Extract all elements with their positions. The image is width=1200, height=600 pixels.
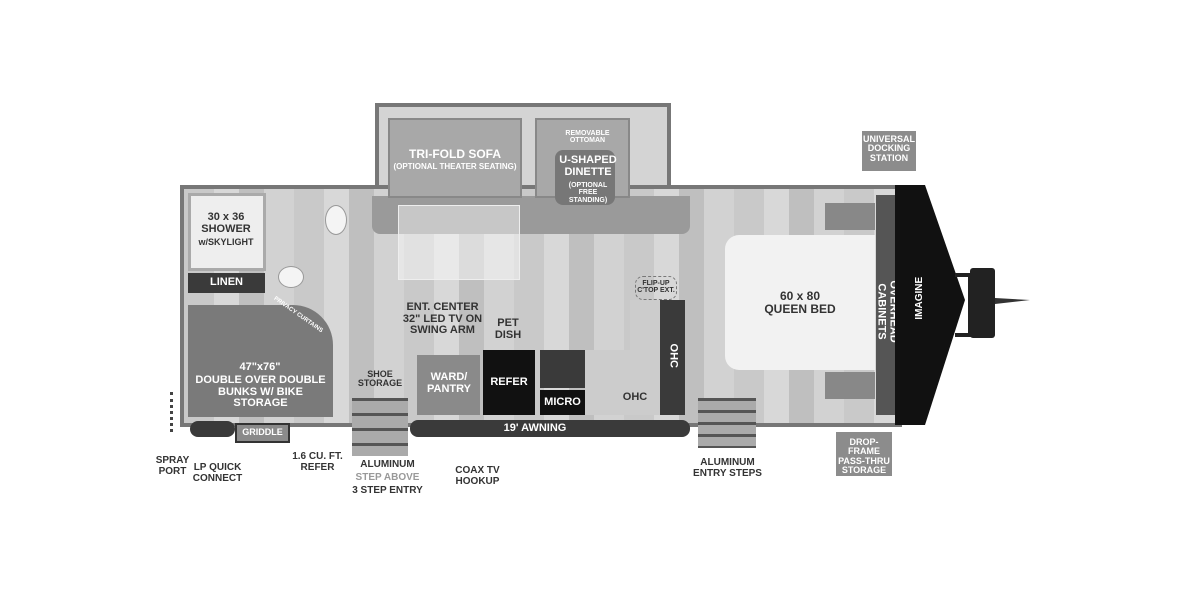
small-refer-label: 1.6 CU. FT. REFER (292, 451, 343, 473)
shoe-label: SHOE STORAGE (357, 369, 403, 389)
front-cap-shape (895, 185, 965, 425)
spray-port-hose (170, 392, 178, 432)
sofa-note: (OPTIONAL THEATER SEATING) (393, 162, 517, 171)
lp-label: LP QUICK CONNECT (192, 462, 243, 484)
ward-pantry (417, 355, 480, 415)
microwave (540, 390, 585, 415)
flipup-label: FLIP-UP C'TOP EXT. (637, 280, 675, 295)
front-cap (895, 185, 1030, 425)
ottoman-label: REMOVABLE OTTOMAN (565, 130, 610, 145)
refrigerator (483, 350, 535, 415)
table (398, 205, 520, 280)
queen-bed (725, 235, 875, 370)
dinette-label: U-SHAPED DINETTE (559, 154, 617, 178)
bed-label: 60 x 80 QUEEN BED (764, 289, 836, 316)
shower-label: 30 x 36 SHOWER (201, 211, 251, 235)
aluminum-label: ALUMINUM (360, 459, 415, 470)
bunks-label: DOUBLE OVER DOUBLE BUNKS W/ BIKE STORAGE (195, 374, 326, 410)
kitchen-counter (585, 350, 660, 415)
linen-label: LINEN (210, 276, 243, 288)
kitchen-counter-side (630, 300, 660, 360)
toilet (278, 266, 304, 288)
dropframe-callout (836, 432, 892, 476)
docking-callout (862, 131, 916, 171)
steps-rear (352, 398, 408, 456)
dropframe-label: DROP-FRAME PASS-THRU STORAGE (838, 437, 890, 476)
slide-floor (372, 196, 690, 234)
coupler (995, 298, 1030, 304)
nightstand-bottom (825, 372, 875, 399)
pet-dish-label: PET DISH (494, 317, 522, 341)
shower (188, 193, 266, 271)
awning[interactable] (410, 420, 690, 437)
bunk-size: 47"x76" (239, 361, 281, 373)
linen-cabinet (188, 273, 265, 293)
flip-up-extension (635, 276, 677, 300)
overhead-cabinets (876, 195, 898, 415)
griddle-label: GRIDDLE (242, 427, 283, 437)
ohc-horizontal-label: OHC (622, 391, 648, 403)
sofa-label: TRI-FOLD SOFA (409, 147, 501, 161)
rear-awning (190, 421, 235, 437)
ohc-vertical-label: OHC (667, 343, 680, 368)
docking-label: UNIVERSAL DOCKING STATION (862, 134, 915, 163)
ward-label: WARD/ PANTRY (427, 371, 471, 395)
step-above-label: STEP ABOVE (355, 472, 420, 483)
ohc-cabinet (660, 300, 685, 415)
micro-label: MICRO (544, 396, 581, 408)
nightstand-top (825, 203, 875, 230)
three-step-label: 3 STEP ENTRY (352, 485, 423, 496)
awning-label: 19' AWNING (503, 422, 567, 434)
brand-logo: IMAGINE (913, 276, 925, 320)
skylight-label: w/SKYLIGHT (198, 237, 254, 247)
sink (325, 205, 347, 235)
entry-steps-label: ALUMINUM ENTRY STEPS (693, 457, 762, 479)
dinette-table (555, 150, 615, 205)
dinette-note: (OPTIONAL FREE STANDING) (568, 182, 608, 204)
refer-label: REFER (490, 376, 528, 388)
hitch-jack (970, 268, 995, 338)
spray-port-label: SPRAY PORT (155, 455, 190, 477)
griddle (235, 423, 290, 443)
coax-label: COAX TV HOOKUP (455, 465, 500, 487)
ent-center-label: ENT. CENTER 32" LED TV ON SWING ARM (402, 301, 483, 337)
bunks (188, 305, 333, 417)
range (540, 350, 585, 388)
sofa (388, 118, 522, 198)
steps-front (698, 398, 756, 448)
